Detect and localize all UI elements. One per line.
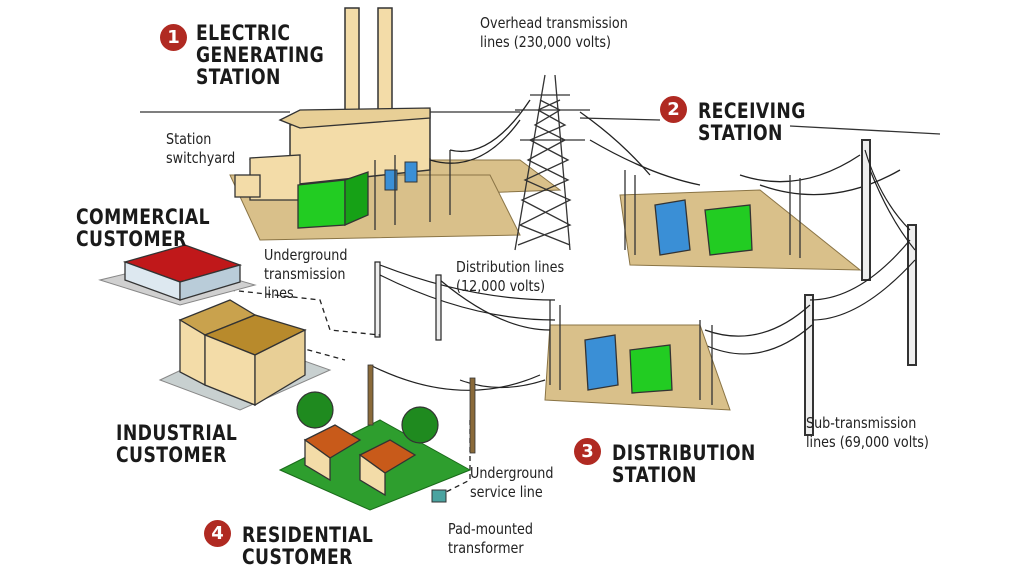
sub-transmission-lines [704, 149, 916, 355]
distribution-lines [369, 261, 556, 391]
generating-station-illustration [229, 7, 562, 241]
station-switchyard-label: Station switchyard [166, 130, 236, 167]
industrial-customer-title: INDUSTRIAL CUSTOMER [116, 421, 238, 467]
residential-area [278, 364, 476, 511]
transmission-tower [514, 74, 590, 251]
commercial-building [98, 244, 257, 306]
sub-transmission-poles [804, 139, 917, 436]
underground-transmission-label: Underground transmission lines [264, 246, 348, 302]
receiving-station-number-badge: 2 [660, 96, 687, 123]
receiving-station-illustration [619, 170, 862, 271]
underground-service-line-label: Underground service line [470, 464, 554, 501]
overhead-transmission-label: Overhead transmission lines (230,000 vol… [480, 14, 628, 51]
industrial-building [158, 299, 332, 411]
overhead-lines [429, 99, 901, 196]
residential-customer-number-badge: 4 [204, 520, 231, 547]
residential-customer-title: RESIDENTIAL CUSTOMER [242, 523, 374, 569]
generating-station-title: ELECTRIC GENERATING STATION [196, 21, 325, 89]
pad-mounted-transformer-label: Pad-mounted transformer [448, 520, 533, 557]
generating-station-number-badge: 1 [160, 24, 187, 51]
commercial-customer-title: COMMERCIAL CUSTOMER [76, 205, 211, 251]
receiving-station-title: RECEIVING STATION [698, 99, 806, 145]
distribution-station-title: DISTRIBUTION STATION [612, 441, 756, 487]
distribution-station-number-badge: 3 [574, 438, 601, 465]
distribution-lines-label: Distribution lines (12,000 volts) [456, 258, 565, 295]
sub-transmission-label: Sub-transmission lines (69,000 volts) [806, 414, 929, 451]
distribution-station-illustration [544, 300, 731, 411]
horizon-lines [140, 111, 941, 135]
